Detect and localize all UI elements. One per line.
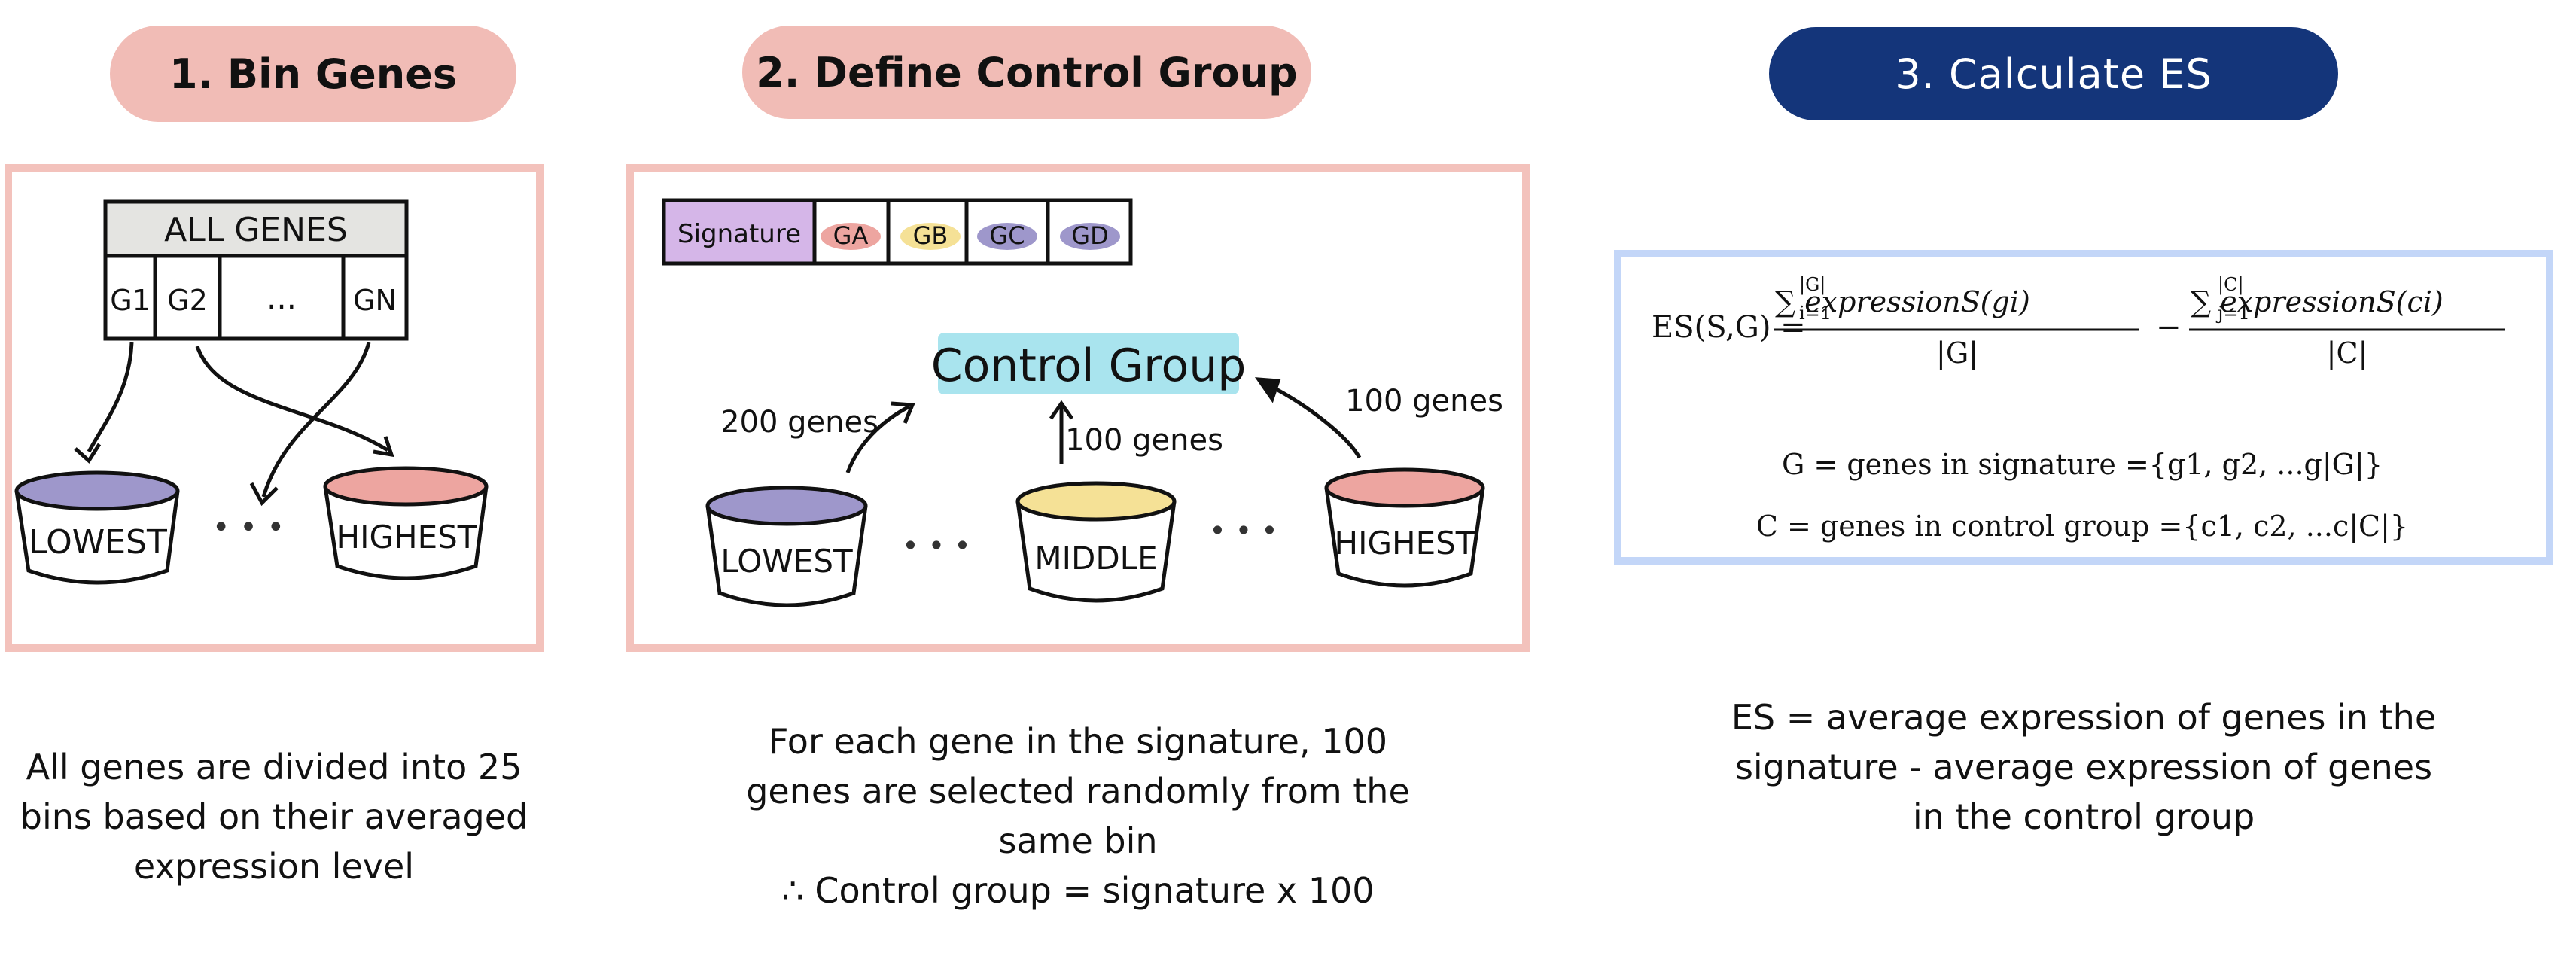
step2-pill: 2. Define Control Group xyxy=(742,26,1311,119)
step3-pill: 3. Calculate ES xyxy=(1769,27,2338,120)
gene-cell-gn: GN xyxy=(353,284,397,317)
lowest-bin-label: LOWEST xyxy=(29,523,167,562)
step2-caption-line: For each gene in the signature, 100 xyxy=(768,721,1388,762)
fraction1-numerator: ∑ expressionS(gi) xyxy=(1775,285,2030,318)
step3-caption-line: ES = average expression of genes in the xyxy=(1731,697,2437,738)
fraction1-sum-upper: |G| xyxy=(1799,274,1825,296)
gene-cell-g2: G2 xyxy=(167,284,208,317)
bin-dots-right: • • • xyxy=(1209,514,1277,547)
lowest-bin-2-label: LOWEST xyxy=(720,543,853,580)
arrow-label-200-genes: 200 genes xyxy=(720,405,878,440)
lowest-bin-2: LOWEST xyxy=(705,486,868,607)
control-group-box: Control Group xyxy=(931,333,1247,394)
step2-caption-line: ∴ Control group = signature x 100 xyxy=(781,870,1375,911)
step2-title: 2. Define Control Group xyxy=(756,48,1298,96)
step1-pill: 1. Bin Genes xyxy=(110,26,516,122)
step2-caption: For each gene in the signature, 100 gene… xyxy=(626,717,1530,915)
gene-cell-g1: G1 xyxy=(110,284,151,317)
fraction1-sum-lower: i=1 xyxy=(1799,303,1832,324)
fraction2-denominator: |C| xyxy=(2327,336,2368,370)
middle-bin: MIDDLE xyxy=(1015,481,1177,603)
step1-caption-line: All genes are divided into 25 xyxy=(26,747,522,787)
step1-caption-line: bins based on their averaged xyxy=(20,796,528,837)
bin-dots-left: • • • xyxy=(902,529,970,562)
fraction1-denominator: |G| xyxy=(1936,336,1978,370)
step3-title: 3. Calculate ES xyxy=(1895,50,2212,98)
formula-panel xyxy=(1614,250,2553,565)
control-group-label: Control Group xyxy=(931,339,1247,392)
step2-caption-line: genes are selected randomly from the xyxy=(746,771,1410,811)
control-group-panel xyxy=(626,164,1530,652)
definition-c: C = genes in control group ={c1, c2, ...… xyxy=(1756,510,2408,543)
step1-caption: All genes are divided into 25 bins based… xyxy=(5,742,544,891)
step1-caption-line: expression level xyxy=(133,846,415,887)
highest-bin-label: HIGHEST xyxy=(336,519,477,556)
lowest-bin: LOWEST xyxy=(14,470,180,585)
chip-signature: Signature xyxy=(677,219,801,249)
step3-caption-line: signature - average expression of genes xyxy=(1734,747,2433,787)
arrow-label-100-genes-right: 100 genes xyxy=(1345,384,1503,419)
definition-g: G = genes in signature ={g1, g2, ...g|G|… xyxy=(1782,448,2383,481)
highest-bin: HIGHEST xyxy=(323,466,489,580)
gene-cell-ellipsis: ... xyxy=(266,279,297,316)
formula-minus: − xyxy=(2156,310,2182,345)
chip-ga: GA xyxy=(833,221,869,250)
bin-genes-panel xyxy=(5,164,544,652)
chip-gb: GB xyxy=(913,221,948,250)
bin-dots: • • • xyxy=(212,510,285,545)
step3-caption-line: in the control group xyxy=(1912,796,2255,837)
step3-caption: ES = average expression of genes in the … xyxy=(1614,693,2553,842)
arrow-label-100-genes-middle: 100 genes xyxy=(1065,423,1223,458)
all-genes-header: ALL GENES xyxy=(164,211,348,249)
step1-title: 1. Bin Genes xyxy=(169,50,457,98)
highest-bin-2: HIGHEST xyxy=(1324,467,1485,588)
fraction2-sum-lower: j=1 xyxy=(2215,303,2250,324)
chip-gd: GD xyxy=(1071,221,1108,250)
fraction2-sum-upper: |C| xyxy=(2218,274,2244,296)
step2-caption-line: same bin xyxy=(998,820,1158,861)
chip-gc: GC xyxy=(989,221,1025,250)
middle-bin-label: MIDDLE xyxy=(1034,540,1157,577)
highest-bin-2-label: HIGHEST xyxy=(1335,525,1475,562)
fraction2-numerator: ∑ expressionS(ci) xyxy=(2191,285,2444,318)
formula-lhs: ES(S,G) = xyxy=(1652,310,1806,345)
